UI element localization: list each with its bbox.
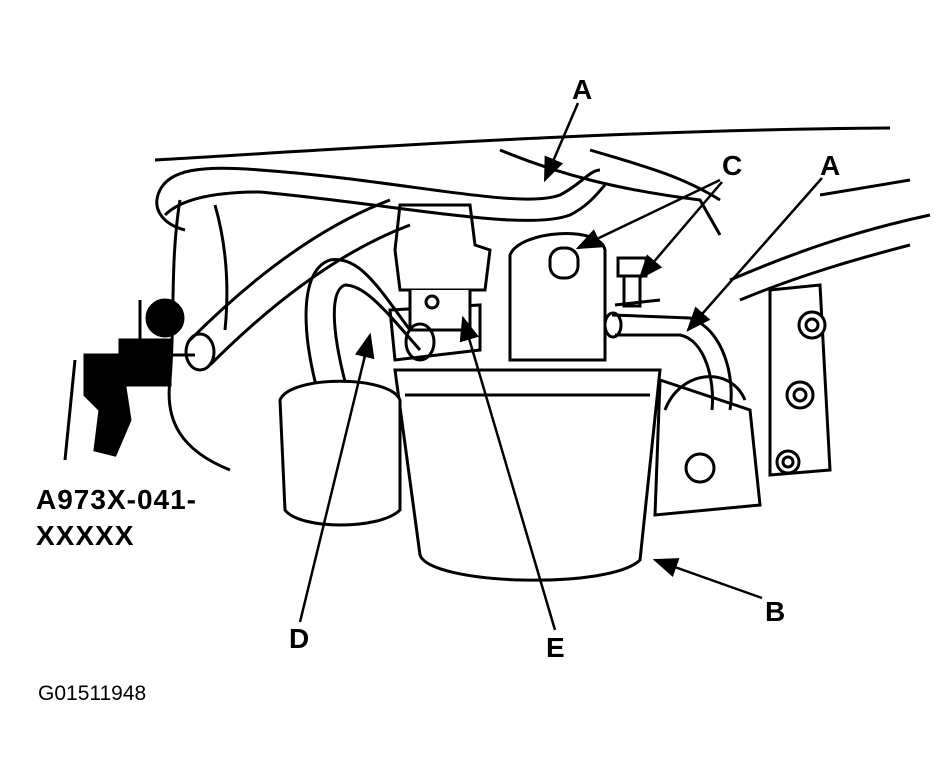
leader-b [652, 558, 763, 600]
leader-d [298, 332, 375, 623]
purge-control-valve [393, 203, 492, 332]
leader-c-right [638, 181, 723, 280]
tool-part-number: A973X-041- XXXXX [36, 482, 197, 554]
callout-b: B [765, 596, 786, 627]
leader-c-left [575, 178, 721, 250]
leader-a-top [543, 102, 580, 183]
hose-left-diagonal [184, 198, 411, 372]
hose-a-top [155, 166, 607, 232]
evap-canister [388, 232, 662, 582]
tool-part-number-line1: A973X-041- [36, 484, 197, 515]
callout-e: E [546, 632, 565, 663]
leader-lines [298, 102, 823, 631]
leader-a-right [686, 177, 823, 332]
figure-id: G01511948 [38, 682, 147, 705]
bolt-heads [684, 310, 827, 484]
vacuum-pump-tool [63, 298, 195, 461]
callout-a-right: A [820, 150, 841, 181]
tool-part-number-line2: XXXXX [36, 520, 135, 551]
background-structure [154, 126, 931, 477]
callout-d: D [289, 623, 310, 654]
leader-e [459, 315, 557, 631]
callout-c: C [722, 150, 743, 181]
vacuum-cap [548, 246, 580, 280]
canister-bracket [653, 375, 762, 517]
hose-d [304, 258, 436, 401]
connector-c [614, 256, 661, 308]
callout-a-top: A [572, 74, 593, 105]
